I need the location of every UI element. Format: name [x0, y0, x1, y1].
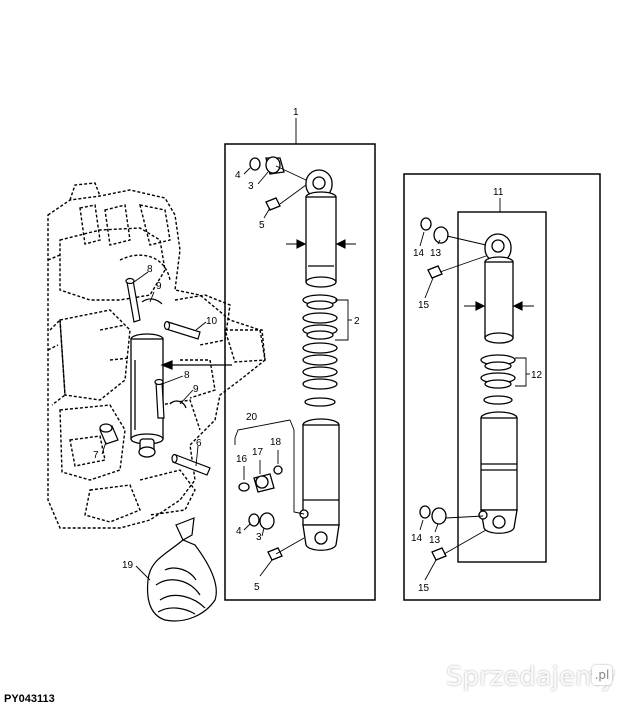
measure-arrows-box11 [464, 301, 534, 311]
callout-2: 2 [354, 316, 360, 327]
callout-14: 14 [411, 533, 423, 544]
callout-9: 9 [156, 281, 162, 292]
callout-12: 12 [531, 370, 543, 381]
callout-14: 14 [413, 248, 425, 259]
alt-cylinder-parts [419, 217, 518, 561]
callout-3: 3 [256, 532, 262, 543]
callout-9: 9 [193, 384, 199, 395]
callout-20: 20 [246, 412, 258, 423]
watermark-text: Sprzedajemy [446, 662, 616, 692]
callout-15: 15 [418, 583, 430, 594]
detail-box-alt-outer [403, 173, 601, 601]
pins-and-bolts [99, 277, 211, 476]
spare-parts-bag [146, 517, 217, 622]
callout-1: 1 [293, 107, 299, 118]
callout-4: 4 [235, 170, 241, 181]
callout-13: 13 [429, 535, 441, 546]
callout-10: 10 [206, 316, 218, 327]
callout-15: 15 [418, 300, 430, 311]
callout-16: 16 [236, 454, 248, 465]
callout-17: 17 [252, 447, 264, 458]
callout-11: 11 [493, 187, 504, 198]
callout-3: 3 [248, 181, 254, 192]
callout-5: 5 [254, 582, 260, 593]
measure-arrows-box1 [286, 239, 356, 249]
detail-box-alt-inner [457, 211, 547, 563]
leader-lines-box11 [419, 198, 530, 581]
callout-8: 8 [147, 264, 153, 275]
figure-id: PY043113 [4, 693, 55, 705]
callout-6: 6 [196, 438, 202, 449]
cylinder-assembly-parts [238, 156, 340, 561]
callout-4: 4 [236, 526, 242, 537]
callout-8: 8 [184, 370, 190, 381]
leader-lines-box1 [234, 118, 352, 577]
leader-lines-left [101, 271, 207, 581]
detail-box-cylinder-assembly [224, 143, 376, 601]
callout-5: 5 [259, 220, 265, 231]
callout-13: 13 [430, 248, 442, 259]
detail-arrow [160, 360, 232, 370]
watermark-suffix: .pl [592, 665, 612, 685]
callout-18: 18 [270, 437, 282, 448]
callout-7: 7 [93, 450, 99, 461]
callout-19: 19 [122, 560, 134, 571]
